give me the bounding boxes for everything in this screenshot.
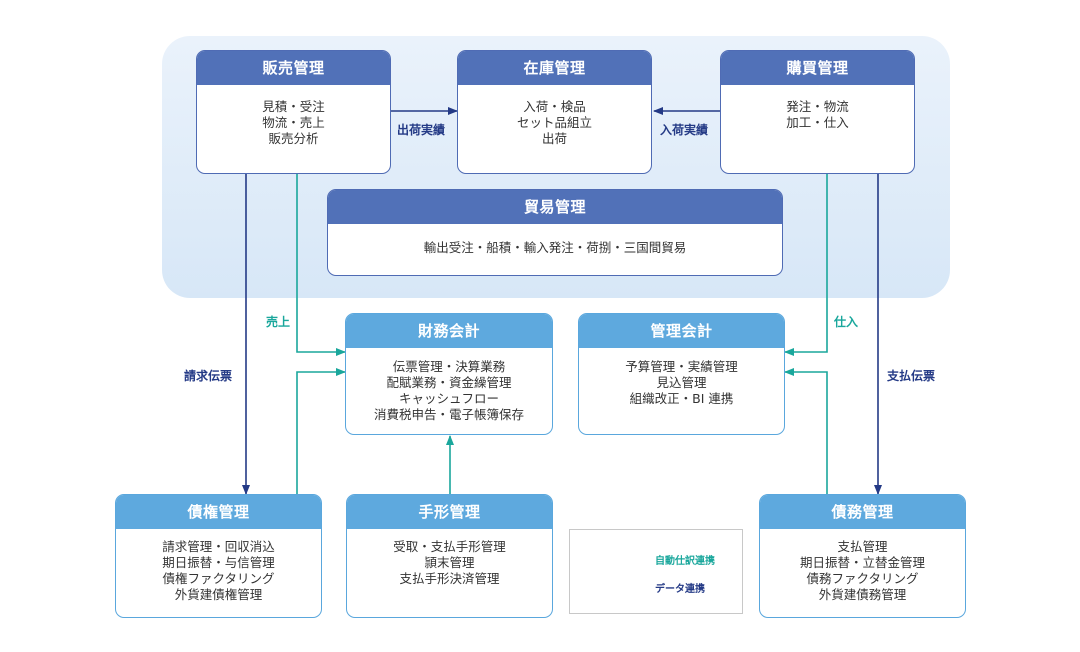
legend-data-link-label: データ連携 (655, 584, 705, 595)
module-management: 管理会計 予算管理・実績管理 見込管理 組織改正・BI 連携 (578, 313, 785, 435)
module-purchasing-line: 加工・仕入 (786, 115, 849, 130)
module-sales-body: 見積・受注 物流・売上 販売分析 (197, 85, 390, 147)
arrow-payables-to-management (784, 368, 828, 494)
module-inventory-line: 出荷 (541, 131, 567, 146)
label-receiving-results: 入荷実績 (660, 123, 709, 137)
module-payables-body: 支払管理 期日振替・立替金管理 債務ファクタリング 外貨建債務管理 (760, 529, 965, 603)
legend: 自動仕訳連携 データ連携 (569, 529, 743, 614)
label-purchase: 仕入 (834, 315, 859, 329)
label-payment-slip: 支払伝票 (887, 369, 936, 383)
module-receivables-line: 請求管理・回収消込 (162, 539, 275, 554)
module-inventory-body: 入荷・検品 セット品組立 出荷 (458, 85, 651, 147)
module-purchasing-line: 発注・物流 (786, 99, 849, 114)
module-inventory-title: 在庫管理 (458, 51, 651, 85)
module-management-title: 管理会計 (579, 314, 784, 348)
module-finance-title: 財務会計 (346, 314, 552, 348)
module-trade-title: 貿易管理 (328, 190, 782, 224)
module-receivables: 債権管理 請求管理・回収消込 期日振替・与信管理 債権ファクタリング 外貨建債権… (115, 494, 322, 618)
module-finance-line: 伝票管理・決算業務 (392, 359, 506, 374)
module-finance-line: 配賦業務・資金繰管理 (386, 375, 512, 390)
module-purchasing-body: 発注・物流 加工・仕入 (721, 85, 914, 131)
module-inventory-line: 入荷・検品 (523, 99, 586, 114)
module-finance: 財務会計 伝票管理・決算業務 配賦業務・資金繰管理 キャッシュフロー 消費税申告… (345, 313, 553, 435)
module-bills-title: 手形管理 (347, 495, 552, 529)
arrow-sales-to-finance (296, 174, 346, 356)
module-receivables-line: 債権ファクタリング (162, 571, 275, 586)
module-sales-line: 物流・売上 (262, 115, 325, 130)
module-finance-line: 消費税申告・電子帳簿保存 (373, 407, 524, 422)
module-purchasing: 購買管理 発注・物流 加工・仕入 (720, 50, 915, 174)
module-management-line: 見込管理 (656, 375, 707, 390)
module-bills: 手形管理 受取・支払手形管理 頴末管理 支払手形決済管理 (346, 494, 553, 618)
label-sales: 売上 (266, 315, 291, 329)
module-inventory-line: セット品組立 (516, 115, 592, 130)
module-sales-line: 見積・受注 (262, 99, 325, 114)
module-inventory: 在庫管理 入荷・検品 セット品組立 出荷 (457, 50, 652, 174)
module-receivables-line: 外貨建債権管理 (174, 587, 263, 602)
module-trade-line: 輸出受注・船積・輸入発注・荷捌・三国間貿易 (423, 240, 687, 255)
module-payables-line: 債務ファクタリング (806, 571, 919, 586)
module-payables: 債務管理 支払管理 期日振替・立替金管理 債務ファクタリング 外貨建債務管理 (759, 494, 966, 618)
arrow-receivables-to-finance (296, 368, 346, 494)
module-finance-body: 伝票管理・決算業務 配賦業務・資金繰管理 キャッシュフロー 消費税申告・電子帳簿… (346, 348, 552, 423)
label-invoice-slip: 請求伝票 (184, 369, 233, 383)
module-bills-line: 受取・支払手形管理 (393, 539, 506, 554)
module-finance-line: キャッシュフロー (398, 391, 499, 406)
module-bills-line: 支払手形決済管理 (399, 571, 500, 586)
module-receivables-body: 請求管理・回収消込 期日振替・与信管理 債権ファクタリング 外貨建債権管理 (116, 529, 321, 603)
module-bills-line: 頴末管理 (424, 555, 475, 570)
module-sales: 販売管理 見積・受注 物流・売上 販売分析 (196, 50, 391, 174)
module-trade-body: 輸出受注・船積・輸入発注・荷捌・三国間貿易 (328, 224, 782, 256)
module-sales-title: 販売管理 (197, 51, 390, 85)
module-payables-line: 外貨建債務管理 (818, 587, 907, 602)
module-management-body: 予算管理・実績管理 見込管理 組織改正・BI 連携 (579, 348, 784, 407)
label-shipping-results: 出荷実績 (397, 123, 446, 137)
legend-auto-journal-label: 自動仕訳連携 (655, 556, 715, 567)
arrow-purchasing-to-management (784, 174, 828, 356)
module-management-line: 予算管理・実績管理 (625, 359, 738, 374)
module-payables-title: 債務管理 (760, 495, 965, 529)
module-receivables-title: 債権管理 (116, 495, 321, 529)
module-management-line: 組織改正・BI 連携 (629, 391, 734, 406)
module-bills-body: 受取・支払手形管理 頴末管理 支払手形決済管理 (347, 529, 552, 587)
module-payables-line: 期日振替・立替金管理 (799, 555, 925, 570)
module-payables-line: 支払管理 (837, 539, 888, 554)
module-trade: 貿易管理 輸出受注・船積・輸入発注・荷捌・三国間貿易 (327, 189, 783, 276)
module-receivables-line: 期日振替・与信管理 (162, 555, 275, 570)
module-purchasing-title: 購買管理 (721, 51, 914, 85)
module-sales-line: 販売分析 (268, 131, 319, 146)
